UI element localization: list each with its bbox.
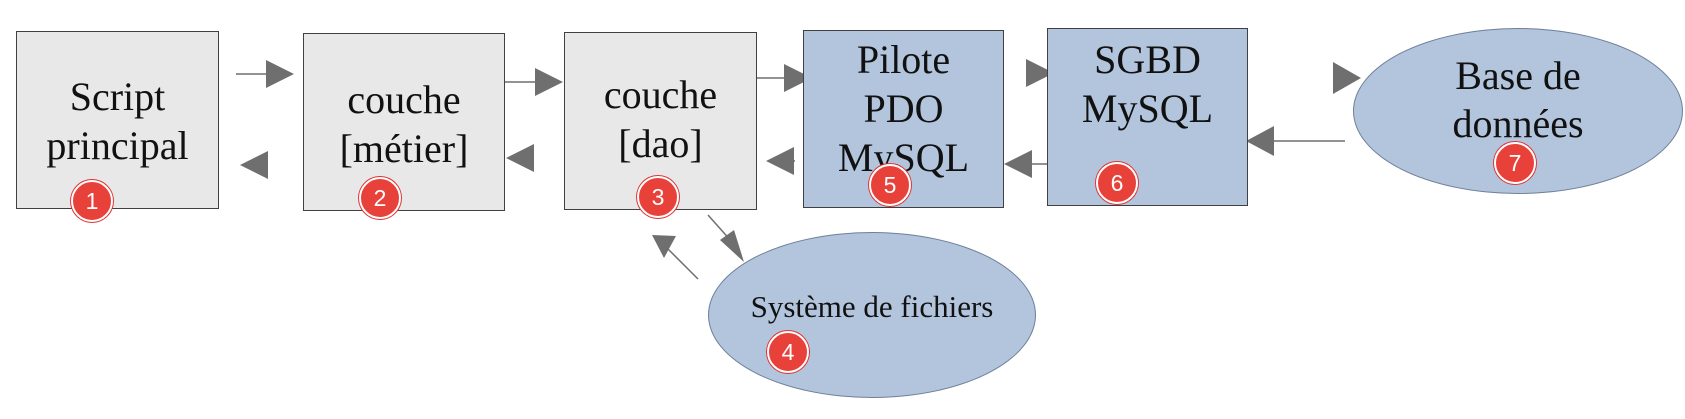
couche-dao-line1: couche	[603, 72, 718, 117]
badge-5: 5	[869, 164, 911, 206]
db-line2: données	[1452, 101, 1584, 146]
badge-6: 6	[1096, 162, 1138, 204]
arrow-fs-to-dao	[652, 235, 699, 280]
badge-7: 7	[1494, 142, 1536, 184]
script-principal-box: Script principal	[16, 31, 219, 209]
sgbd-mysql-box: SGBD MySQL	[1047, 28, 1248, 206]
fs-label: Système de fichiers	[750, 289, 994, 324]
arrow-dao-to-fs	[707, 214, 744, 262]
arrow-script-to-metier	[236, 60, 294, 88]
couche-metier-box: couche [métier]	[303, 33, 505, 211]
systeme-de-fichiers-ellipse: Système de fichiers	[708, 232, 1036, 398]
couche-metier-line2: [métier]	[339, 126, 469, 171]
arrow-metier-to-dao	[505, 68, 563, 96]
couche-metier-line1: couche	[347, 77, 461, 122]
arrow-pdo-to-sgbd	[1026, 59, 1054, 87]
badge-4: 4	[767, 331, 809, 373]
badge-2: 2	[359, 177, 401, 219]
arrow-db-to-sgbd	[1246, 126, 1345, 156]
pilote-line1: Pilote	[856, 37, 951, 82]
badge-3: 3	[637, 176, 679, 218]
arrow-sgbd-to-db	[1333, 62, 1361, 94]
arrow-dao-to-pdo	[755, 64, 812, 92]
sgbd-line2: MySQL	[1081, 86, 1214, 131]
arrow-metier-to-script	[240, 151, 268, 179]
badge-1: 1	[71, 180, 113, 222]
script-principal-line2: principal	[46, 123, 189, 168]
pilote-line2: PDO	[863, 86, 944, 131]
arrow-pdo-to-dao	[766, 147, 795, 175]
db-line1: Base de	[1455, 53, 1581, 98]
script-principal-line1: Script	[69, 74, 166, 119]
sgbd-line1: SGBD	[1094, 37, 1201, 82]
arrow-dao-to-metier	[506, 144, 534, 172]
couche-dao-line2: [dao]	[618, 121, 703, 166]
